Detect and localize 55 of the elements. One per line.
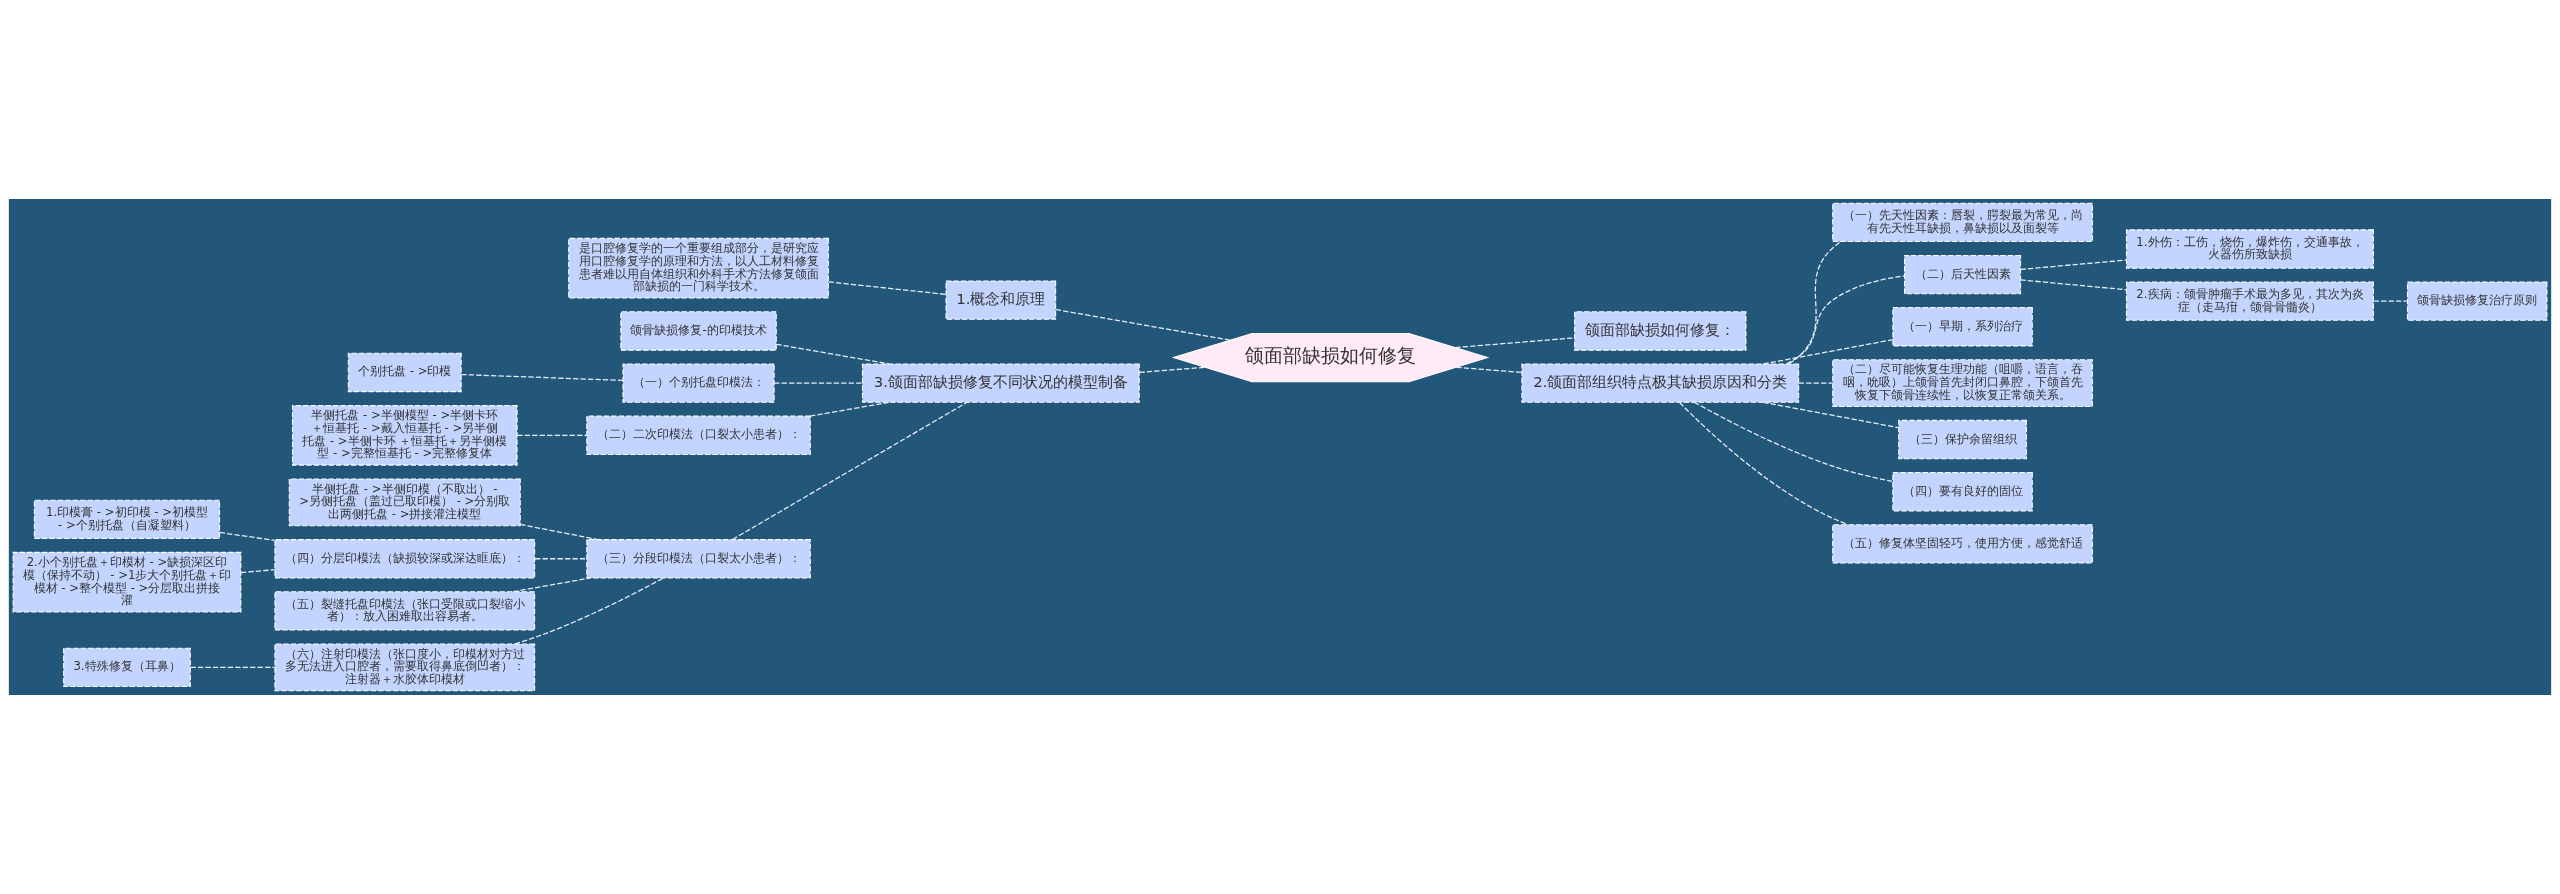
node-box: 是口腔修复学的一个重要组成部分，是研究应用口腔修复学的原理和方法，以人工材料修复患者难以用自体组织和外科手术方法修复颌面部缺损的一门科学技术。 xyxy=(568,237,829,299)
connector xyxy=(1785,275,1905,365)
node-box: 半侧托盘 - >半侧模型 - >半侧卡环＋恒基托 - >戴入恒基托 - >另半侧托盘 - >半侧卡环 ＋恒基托＋另半侧模型 - >完整恒基托 - >完整修复体 xyxy=(291,404,518,466)
node-box: （一）早期，系列治疗 xyxy=(1892,307,2033,347)
connector xyxy=(516,434,588,436)
node-box: 1.概念和原理 xyxy=(945,280,1057,320)
node-box: 3.特殊修复（耳鼻） xyxy=(63,647,191,687)
connector xyxy=(1455,366,1523,374)
node-box: 3.颌面部缺损修复不同状况的模型制备 xyxy=(861,363,1140,403)
node-box: （一）个别托盘印模法： xyxy=(622,363,775,403)
connector xyxy=(1693,401,1894,483)
connector xyxy=(189,666,276,668)
node-box: （五）裂缝托盘印模法（张口受限或口裂缩小者）：放入困难取出容易者。 xyxy=(274,591,536,631)
node-box: 颌面部缺损如何修复： xyxy=(1574,311,1747,351)
node-box: 1.印模膏 - >初印模 - >初模型 - >个别托盘（自凝塑料） xyxy=(33,499,221,540)
connector xyxy=(514,577,665,645)
connector xyxy=(773,382,863,384)
node-box: （二）后天性因素 xyxy=(1904,254,2022,295)
connector xyxy=(1762,401,1900,429)
node-box: 个别托盘 - >印模 xyxy=(347,352,462,393)
node-box: 2.小个别托盘＋印模材 - >缺损深区印模（保持不动） - >1步大个别托盘＋印模材 - >整个模型 - >分层取出拼接灌 xyxy=(12,551,242,613)
connector xyxy=(1762,339,1894,365)
node-box: 颌骨缺损修复治疗原则 xyxy=(2406,281,2548,321)
connector xyxy=(1788,241,1842,365)
connector xyxy=(1798,382,1834,384)
node-box: 半侧托盘 - >半侧印模（不取出） - >另侧托盘（盖过已取印模） - >分别取出两侧托盘 - >拼接灌注模型 xyxy=(288,478,521,527)
connector xyxy=(2372,300,2408,302)
connector xyxy=(1679,402,1849,526)
node-box: 1.外伤：工伤，烧伤，爆炸伤，交通事故，火器伤所致缺损 xyxy=(2125,229,2374,269)
node-box: （四）要有良好的固位 xyxy=(1892,472,2033,512)
node-box: （三）分段印模法（口裂太小患者）： xyxy=(586,539,811,579)
connector xyxy=(1055,308,1231,341)
node-box: （一）先天性因素：唇裂，腭裂最为常见，尚有先天性耳缺损，鼻缺损以及面裂等 xyxy=(1832,202,2093,243)
connector xyxy=(2020,259,2127,271)
node-box: 2.颌面部组织特点极其缺损原因和分类 xyxy=(1521,363,1800,403)
connector xyxy=(534,558,588,560)
connector xyxy=(809,401,890,417)
node-box: （六）注射印模法（张口度小，印模材对方过多无法进入口腔者，需要取得鼻底倒凹者）：注射器＋水胶体印模材 xyxy=(274,643,536,692)
node-box: （五）修复体坚固轻巧，使用方便，感觉舒适 xyxy=(1832,524,2093,564)
connector xyxy=(519,523,599,541)
node-box: （二）尽可能恢复生理功能（咀嚼，语言，吞咽，吮吸）上颌骨首先封闭口鼻腔，下颌首先恢复下颌骨连续性，以恢复正常颌关系。 xyxy=(1832,359,2093,408)
connector xyxy=(731,401,968,541)
connector xyxy=(1138,366,1206,374)
node-box: （二）二次印模法（口裂太小患者）： xyxy=(586,415,811,455)
connector xyxy=(828,281,947,295)
connector xyxy=(2020,279,2127,291)
connector xyxy=(460,373,624,382)
connector xyxy=(219,531,276,541)
node-box: 颌骨缺损修复-的印模技术 xyxy=(620,311,777,351)
node-box: （三）保护余留组织 xyxy=(1898,419,2027,460)
connector xyxy=(775,343,890,365)
connector xyxy=(240,569,276,574)
node-box: （四）分层印模法（缺损较深或深达眶底）： xyxy=(274,539,536,579)
node-box: 2.疾病：颌骨肿瘤手术最为多见，其次为炎症（走马疳，颌骨骨髓炎） xyxy=(2125,281,2374,321)
connector xyxy=(512,577,591,593)
